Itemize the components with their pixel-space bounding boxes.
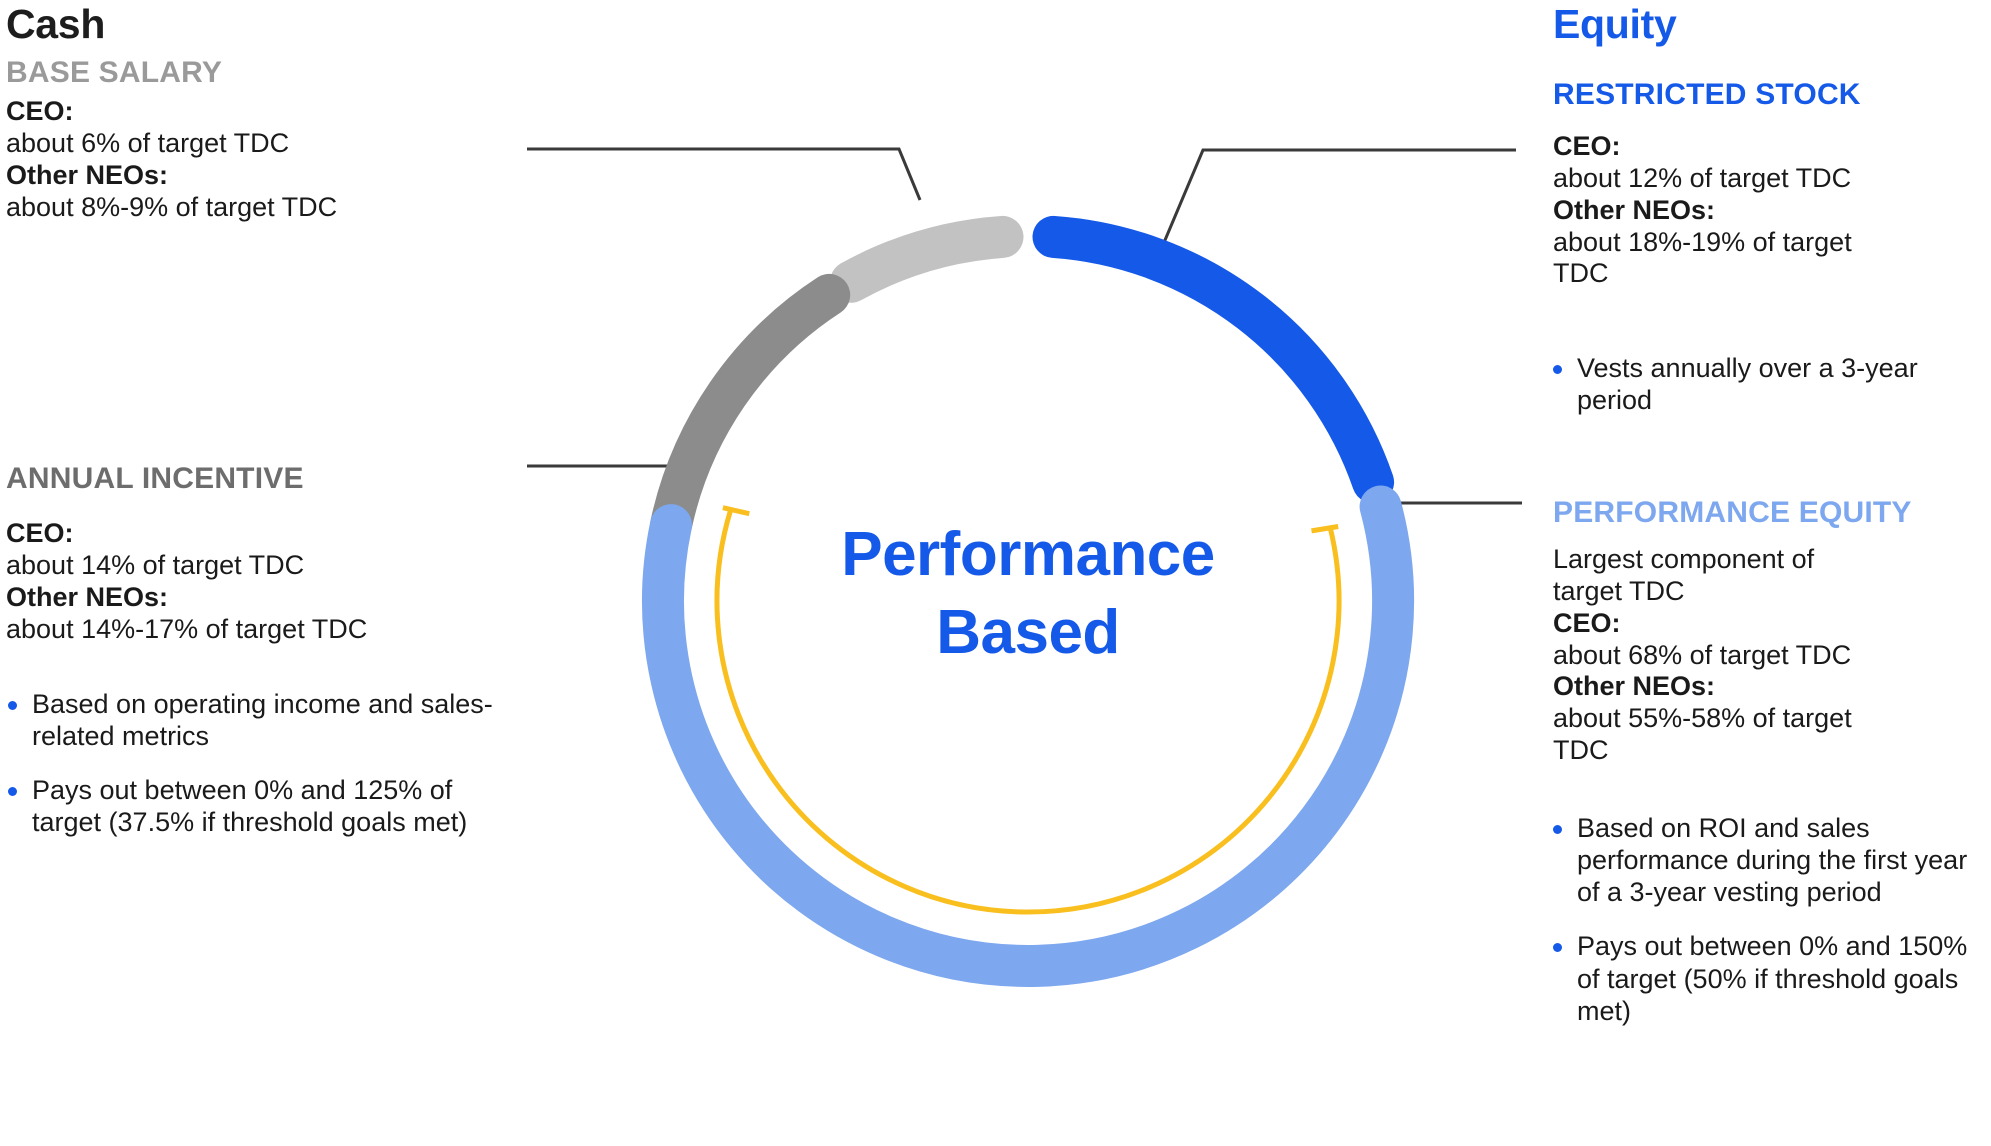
- performance-equity-line-5: about 55%-58% of target: [1553, 703, 1852, 734]
- restricted-stock-line-4: TDC: [1553, 258, 1609, 289]
- performance-equity-line-2: CEO:: [1553, 607, 1621, 638]
- list-item: Based on operating income and sales-rela…: [0, 688, 520, 752]
- section-heading-base-salary: BASE SALARY: [6, 56, 222, 91]
- donut-segment-annual-incentive: [650, 273, 851, 547]
- base-salary-line-1: about 6% of target TDC: [6, 127, 290, 158]
- restricted-stock-line-1: about 12% of target TDC: [1553, 162, 1852, 193]
- base-salary-line-0: CEO:: [6, 96, 74, 126]
- performance-equity-line-0: Largest component of: [1553, 544, 1815, 574]
- list-item: Vests annually over a 3-year period: [1545, 352, 1991, 416]
- restricted-stock-heading-text: RESTRICTED STOCK: [1553, 78, 1861, 111]
- list-item: Based on ROI and sales performance durin…: [1545, 812, 1991, 908]
- equity-group-title: Equity: [1553, 1, 1677, 47]
- annual-incentive-line-1: about 14% of target TDC: [6, 549, 305, 580]
- donut-segment-base-salary: [830, 215, 1024, 303]
- annual-incentive-line-3: about 14%-17% of target TDC: [6, 613, 368, 644]
- donut-center-label: Performance Based: [728, 516, 1328, 671]
- cash-title-text: Cash: [6, 1, 106, 47]
- annual-incentive-heading-text: ANNUAL INCENTIVE: [6, 462, 304, 495]
- performance-arc-tick-left: [722, 505, 750, 517]
- section-heading-restricted-stock: RESTRICTED STOCK: [1553, 78, 1861, 113]
- section-heading-annual-incentive: ANNUAL INCENTIVE: [6, 462, 304, 497]
- restricted-stock-line-3: about 18%-19% of target: [1553, 226, 1852, 257]
- performance-equity-body: Largest component of target TDC CEO: abo…: [1553, 544, 1852, 767]
- cash-group-title: Cash: [6, 1, 106, 47]
- annual-incentive-line-2: Other NEOs:: [6, 581, 169, 612]
- performance-equity-bullets: Based on ROI and sales performance durin…: [1545, 812, 1991, 1049]
- list-item: Pays out between 0% and 125% of target (…: [0, 774, 520, 838]
- annual-incentive-bullets: Based on operating income and sales-rela…: [0, 688, 520, 861]
- donut-segment-restricted-stock: [1032, 215, 1395, 504]
- restricted-stock-bullets: Vests annually over a 3-year period: [1545, 352, 1991, 438]
- performance-equity-heading-text: PERFORMANCE EQUITY: [1553, 496, 1912, 529]
- base-salary-line-3: about 8%-9% of target TDC: [6, 191, 338, 222]
- annual-incentive-body: CEO: about 14% of target TDC Other NEOs:…: [6, 518, 367, 645]
- section-heading-performance-equity: PERFORMANCE EQUITY: [1553, 496, 1912, 531]
- base-salary-body: CEO: about 6% of target TDC Other NEOs: …: [6, 96, 337, 223]
- leader-lines: [527, 147, 1522, 505]
- annual-incentive-line-0: CEO:: [6, 518, 74, 548]
- restricted-stock-line-2: Other NEOs:: [1553, 194, 1716, 225]
- performance-equity-line-3: about 68% of target TDC: [1553, 639, 1852, 670]
- donut-center-line2: Based: [936, 597, 1120, 667]
- donut-center-line1: Performance: [841, 520, 1215, 589]
- performance-equity-line-6: TDC: [1553, 735, 1609, 766]
- equity-title-text: Equity: [1553, 1, 1677, 47]
- leader-line-restricted-stock: [1158, 148, 1516, 253]
- leader-line-base-salary: [527, 147, 922, 201]
- restricted-stock-line-0: CEO:: [1553, 131, 1621, 161]
- base-salary-line-2: Other NEOs:: [6, 159, 169, 190]
- performance-equity-line-4: Other NEOs:: [1553, 671, 1716, 702]
- list-item: Pays out between 0% and 150% of target (…: [1545, 930, 1991, 1026]
- restricted-stock-body: CEO: about 12% of target TDC Other NEOs:…: [1553, 131, 1852, 290]
- performance-equity-line-1: target TDC: [1553, 575, 1685, 606]
- base-salary-heading-text: BASE SALARY: [6, 56, 223, 89]
